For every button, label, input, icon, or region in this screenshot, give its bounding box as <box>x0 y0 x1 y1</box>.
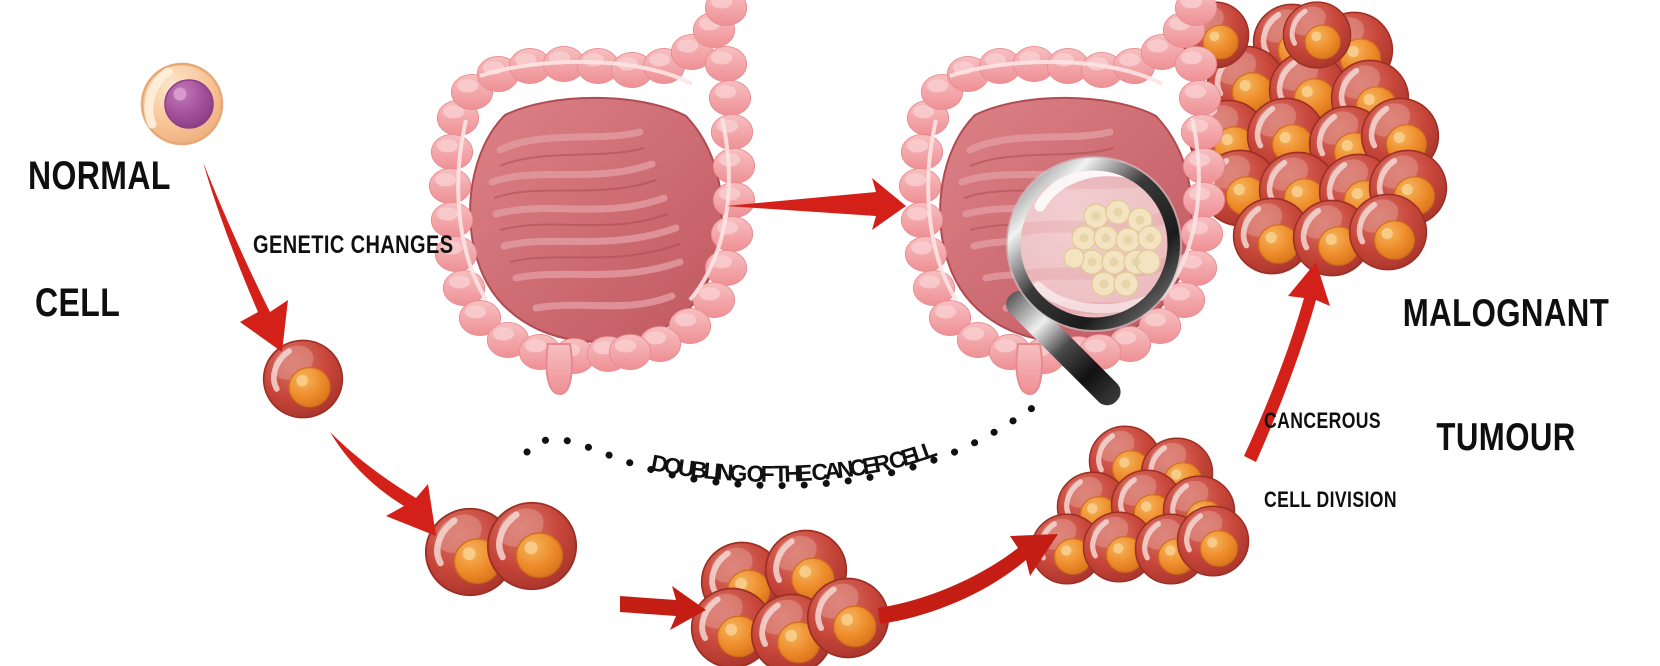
label-normal-cell-line1: NORMAL <box>28 153 171 198</box>
label-normal-cell: NORMAL CELL <box>28 70 207 367</box>
label-malignant-tumour-line2: TUMOUR <box>1436 415 1576 459</box>
intestine-healthy-illustration <box>428 0 756 396</box>
label-malignant-tumour-line1: MALOGNANT <box>1402 291 1610 335</box>
arrow-two-to-cluster <box>620 586 706 630</box>
label-genetic-changes: GENETIC CHANGES <box>238 205 504 258</box>
magnifying-glass[interactable] <box>1001 156 1182 410</box>
label-genetic-changes-text: GENETIC CHANGES <box>252 230 454 259</box>
arrow-cluster-to-medium <box>878 534 1058 624</box>
label-cancerous-line1: CANCEROUS <box>1264 407 1382 433</box>
label-malignant-tumour: MALOGNANT TUMOUR <box>1376 210 1636 499</box>
label-cancerous-line2: CELL DIVISION <box>1264 486 1397 512</box>
label-normal-cell-line2: CELL <box>34 280 120 325</box>
tumour-cells-under-magnifier <box>1063 199 1163 297</box>
arrow-medium-to-tumour <box>1244 262 1330 462</box>
arrow-normal-to-mutated <box>203 162 288 352</box>
arrow-mutated-to-two <box>330 432 436 536</box>
label-cancerous-cell-division: CANCEROUS CELL DIVISION <box>1264 355 1430 540</box>
arrow-intestine-progress <box>726 178 906 230</box>
label-doubling: DOUBLING OF THE CANCER CELL <box>649 435 940 487</box>
normal-cell-illustration <box>140 62 224 146</box>
label-doubling-text: DOUBLING OF THE CANCER CELL <box>649 435 940 487</box>
